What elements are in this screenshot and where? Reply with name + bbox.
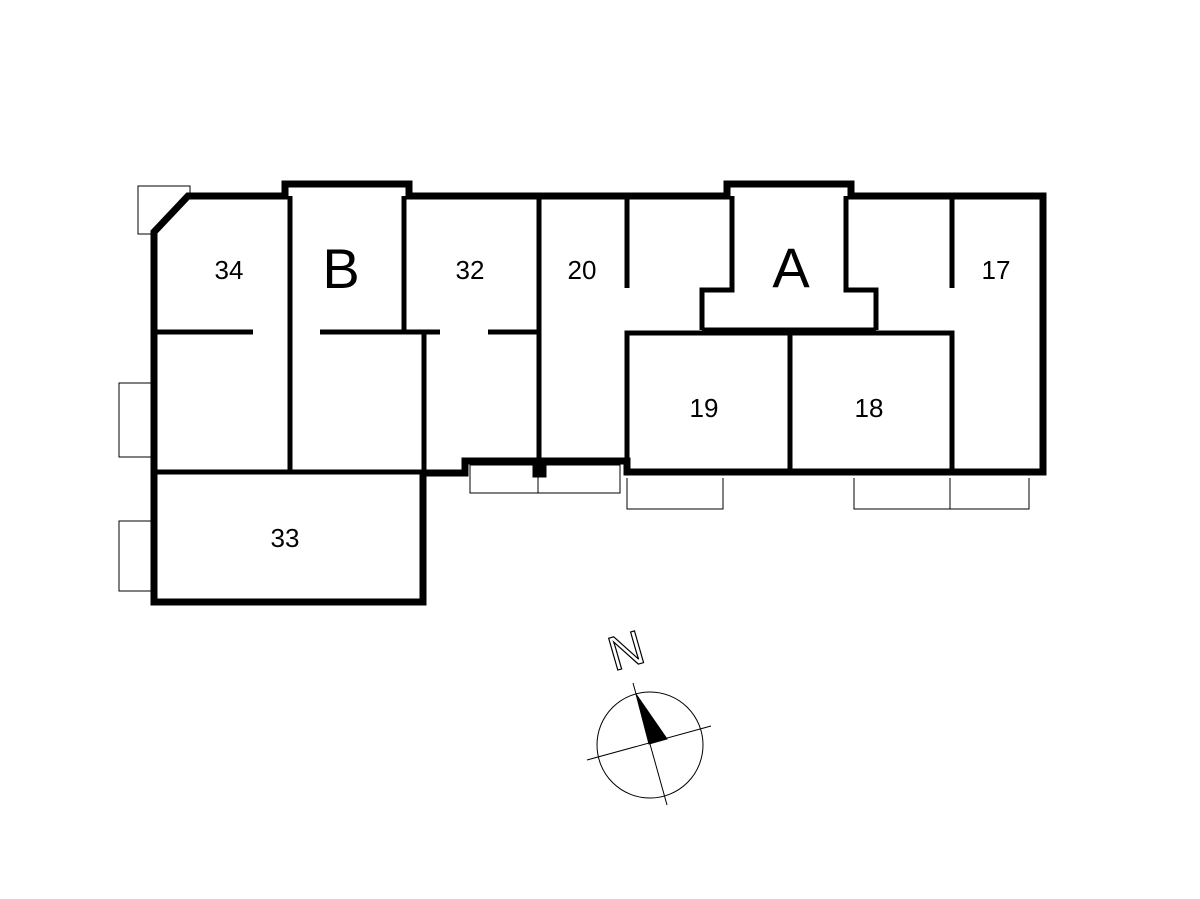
compass-circle [596, 691, 704, 799]
unit-label-33: 33 [271, 523, 300, 553]
unit-label-18: 18 [855, 393, 884, 423]
interior-walls [154, 196, 955, 475]
unit-label-20: 20 [568, 255, 597, 285]
west-bay-upper [118, 382, 153, 458]
corner-bay [137, 185, 191, 235]
west-bay-lower [118, 520, 153, 592]
compass-needle [635, 693, 668, 745]
unit-label-19: 19 [690, 393, 719, 423]
unit-label-34: 34 [215, 255, 244, 285]
unit-label-a: A [772, 236, 810, 299]
unit-label-32: 32 [456, 255, 485, 285]
unit-label-b: B [322, 237, 359, 300]
unit-label-17: 17 [982, 255, 1011, 285]
south-bay-18-17 [853, 478, 1030, 510]
south-bay-19 [626, 478, 724, 510]
north-label: N [602, 621, 650, 682]
north-compass: N [586, 621, 712, 806]
unit-labels: 34 B 32 20 A 17 19 18 33 [215, 236, 1011, 553]
balconies [118, 185, 1030, 592]
